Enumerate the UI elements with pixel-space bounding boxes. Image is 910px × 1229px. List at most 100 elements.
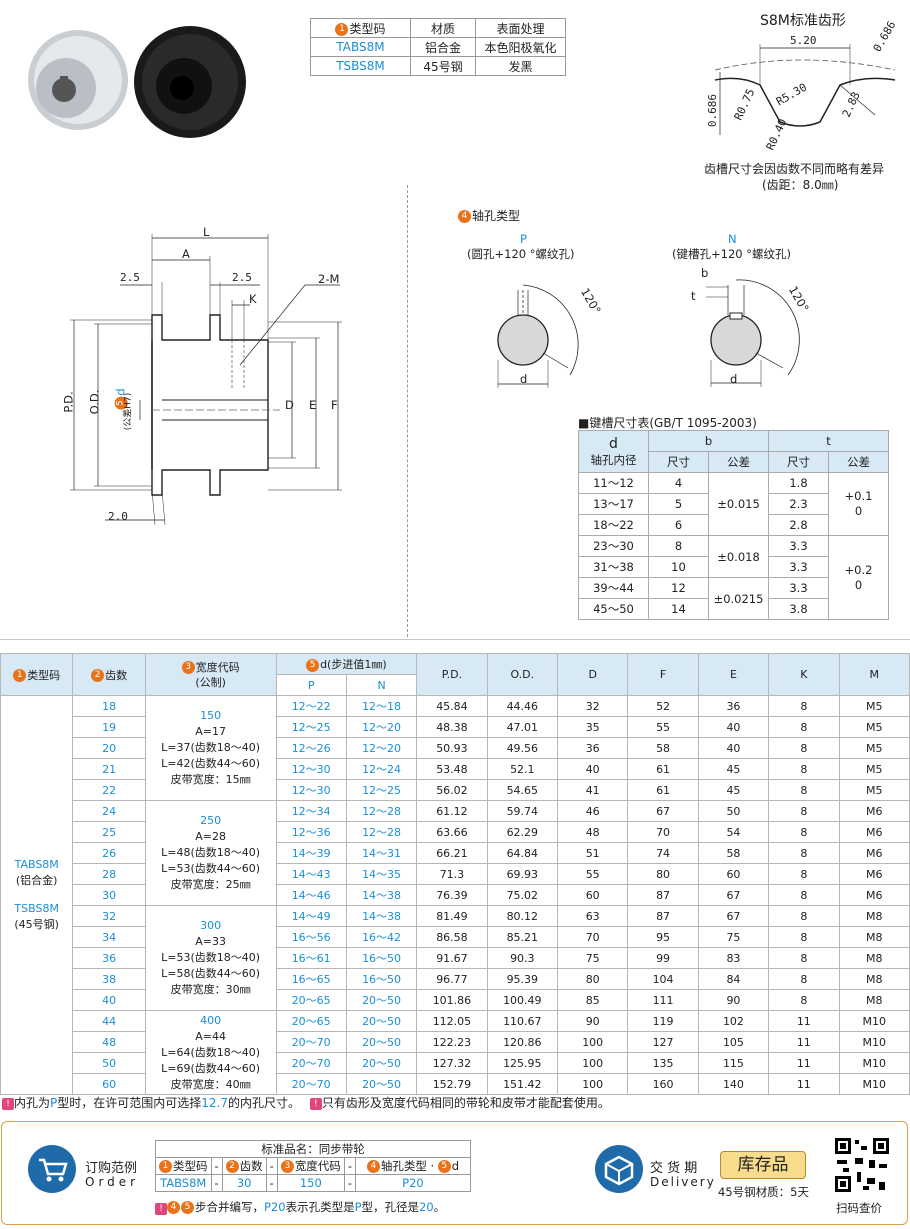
qr-code-icon[interactable] — [833, 1136, 891, 1194]
teeth-cell: 32 — [72, 905, 146, 927]
header-K: K — [768, 653, 840, 696]
cell: 2.8 — [768, 514, 829, 536]
value-cell: 140 — [697, 1073, 770, 1095]
value-cell: 54 — [697, 821, 770, 843]
teeth-cell: 26 — [72, 842, 146, 864]
top-section — [0, 639, 910, 640]
order-h-text: 齿数 — [239, 1159, 263, 1173]
value-cell: 87 — [627, 884, 699, 906]
cell: 8 — [648, 535, 709, 557]
header-pd: P.D. — [416, 653, 488, 696]
value-cell: 47.01 — [486, 716, 559, 738]
width-detail: 皮带宽度：15㎜ — [170, 773, 251, 786]
value-cell: M10 — [838, 1010, 910, 1032]
bore-range-cell: 14～49 — [275, 905, 347, 927]
shaft-N-b: b — [701, 266, 709, 280]
cell: 3.8 — [768, 598, 829, 620]
bore-range-cell: 12～18 — [345, 695, 418, 717]
key-header-size: 尺寸 — [768, 451, 829, 473]
dash: - — [210, 1157, 223, 1175]
note-text: 12.7 — [201, 1096, 228, 1110]
value-cell: 56.02 — [416, 779, 488, 801]
value-cell: 8 — [768, 737, 840, 759]
teeth-cell: 21 — [72, 758, 146, 780]
width-detail: 皮带宽度：30㎜ — [170, 983, 251, 996]
shaft-type-N: N — [728, 232, 737, 246]
width-detail: 皮带宽度：40㎜ — [170, 1077, 251, 1091]
stock-note: 45号钢材质：5天 — [718, 1185, 809, 1199]
value-cell: 95 — [627, 926, 699, 948]
value-cell: 8 — [768, 947, 840, 969]
num-badge: 5 — [437, 1160, 451, 1173]
value-cell: 83 — [697, 947, 770, 969]
value-cell: 63.66 — [416, 821, 488, 843]
teeth-cell: 38 — [72, 968, 146, 990]
shaft-type-P: P — [520, 232, 527, 246]
cell: 2.3 — [768, 493, 829, 515]
value-cell: 100 — [556, 1052, 629, 1074]
value-cell: 50 — [697, 800, 770, 822]
value-cell: 75 — [556, 947, 629, 969]
value-cell: 52 — [627, 695, 699, 717]
num-badge: 1 — [335, 22, 349, 36]
value-cell: 75.02 — [486, 884, 559, 906]
delivery-title: 交 货 期 — [650, 1161, 698, 1176]
teeth-cell: 60 — [72, 1073, 146, 1095]
value-cell: 11 — [768, 1073, 840, 1095]
bore-range-cell: 12～20 — [345, 737, 418, 759]
bore-range-cell: 16～56 — [275, 926, 347, 948]
teeth-cell: 50 — [72, 1052, 146, 1074]
cell: 3.3 — [768, 577, 829, 599]
teeth-cell: 28 — [72, 863, 146, 885]
value-cell: 63 — [556, 905, 629, 927]
width-detail: L=53(齿数18～40) — [161, 951, 261, 964]
cell: 3.3 — [768, 556, 829, 578]
value-cell: 58 — [627, 737, 699, 759]
value-cell: 90 — [697, 989, 770, 1011]
type-code: TABS8M — [310, 37, 411, 57]
value-cell: 8 — [768, 968, 840, 990]
bore-range-cell: 14～35 — [345, 863, 418, 885]
shaft-P-d: d — [520, 372, 528, 386]
value-cell: 8 — [768, 716, 840, 738]
value-cell: 45 — [697, 758, 770, 780]
value-cell: 127.32 — [416, 1052, 488, 1074]
header-N: N — [345, 674, 418, 696]
value-cell: 75 — [697, 926, 770, 948]
info-icon: ! — [2, 1097, 14, 1110]
tooth-profile-title: S8M标准齿形 — [760, 13, 846, 29]
value-cell: 11 — [768, 1031, 840, 1053]
order-box — [1, 1121, 908, 1225]
value-cell: 90 — [556, 1010, 629, 1032]
dim-label: 0.686 — [706, 93, 720, 128]
value-cell: 8 — [768, 758, 840, 780]
value-cell: 105 — [697, 1031, 770, 1053]
value-cell: 46 — [556, 800, 629, 822]
value-cell: 52.1 — [486, 758, 559, 780]
bore-range-cell: 14～39 — [275, 842, 347, 864]
teeth-cell: 48 — [72, 1031, 146, 1053]
dash: - — [265, 1157, 278, 1175]
value-cell: 76.39 — [416, 884, 488, 906]
teeth-cell: 44 — [72, 1010, 146, 1032]
value-cell: 80.12 — [486, 905, 559, 927]
value-cell: 80 — [627, 863, 699, 885]
note-text: 的内孔尺寸。 — [228, 1096, 301, 1110]
cell: 4 — [648, 472, 709, 494]
teeth-cell: 30 — [72, 884, 146, 906]
value-cell: 8 — [768, 695, 840, 717]
value-cell: M8 — [838, 968, 910, 990]
value-cell: 8 — [768, 905, 840, 927]
value-cell: 8 — [768, 779, 840, 801]
